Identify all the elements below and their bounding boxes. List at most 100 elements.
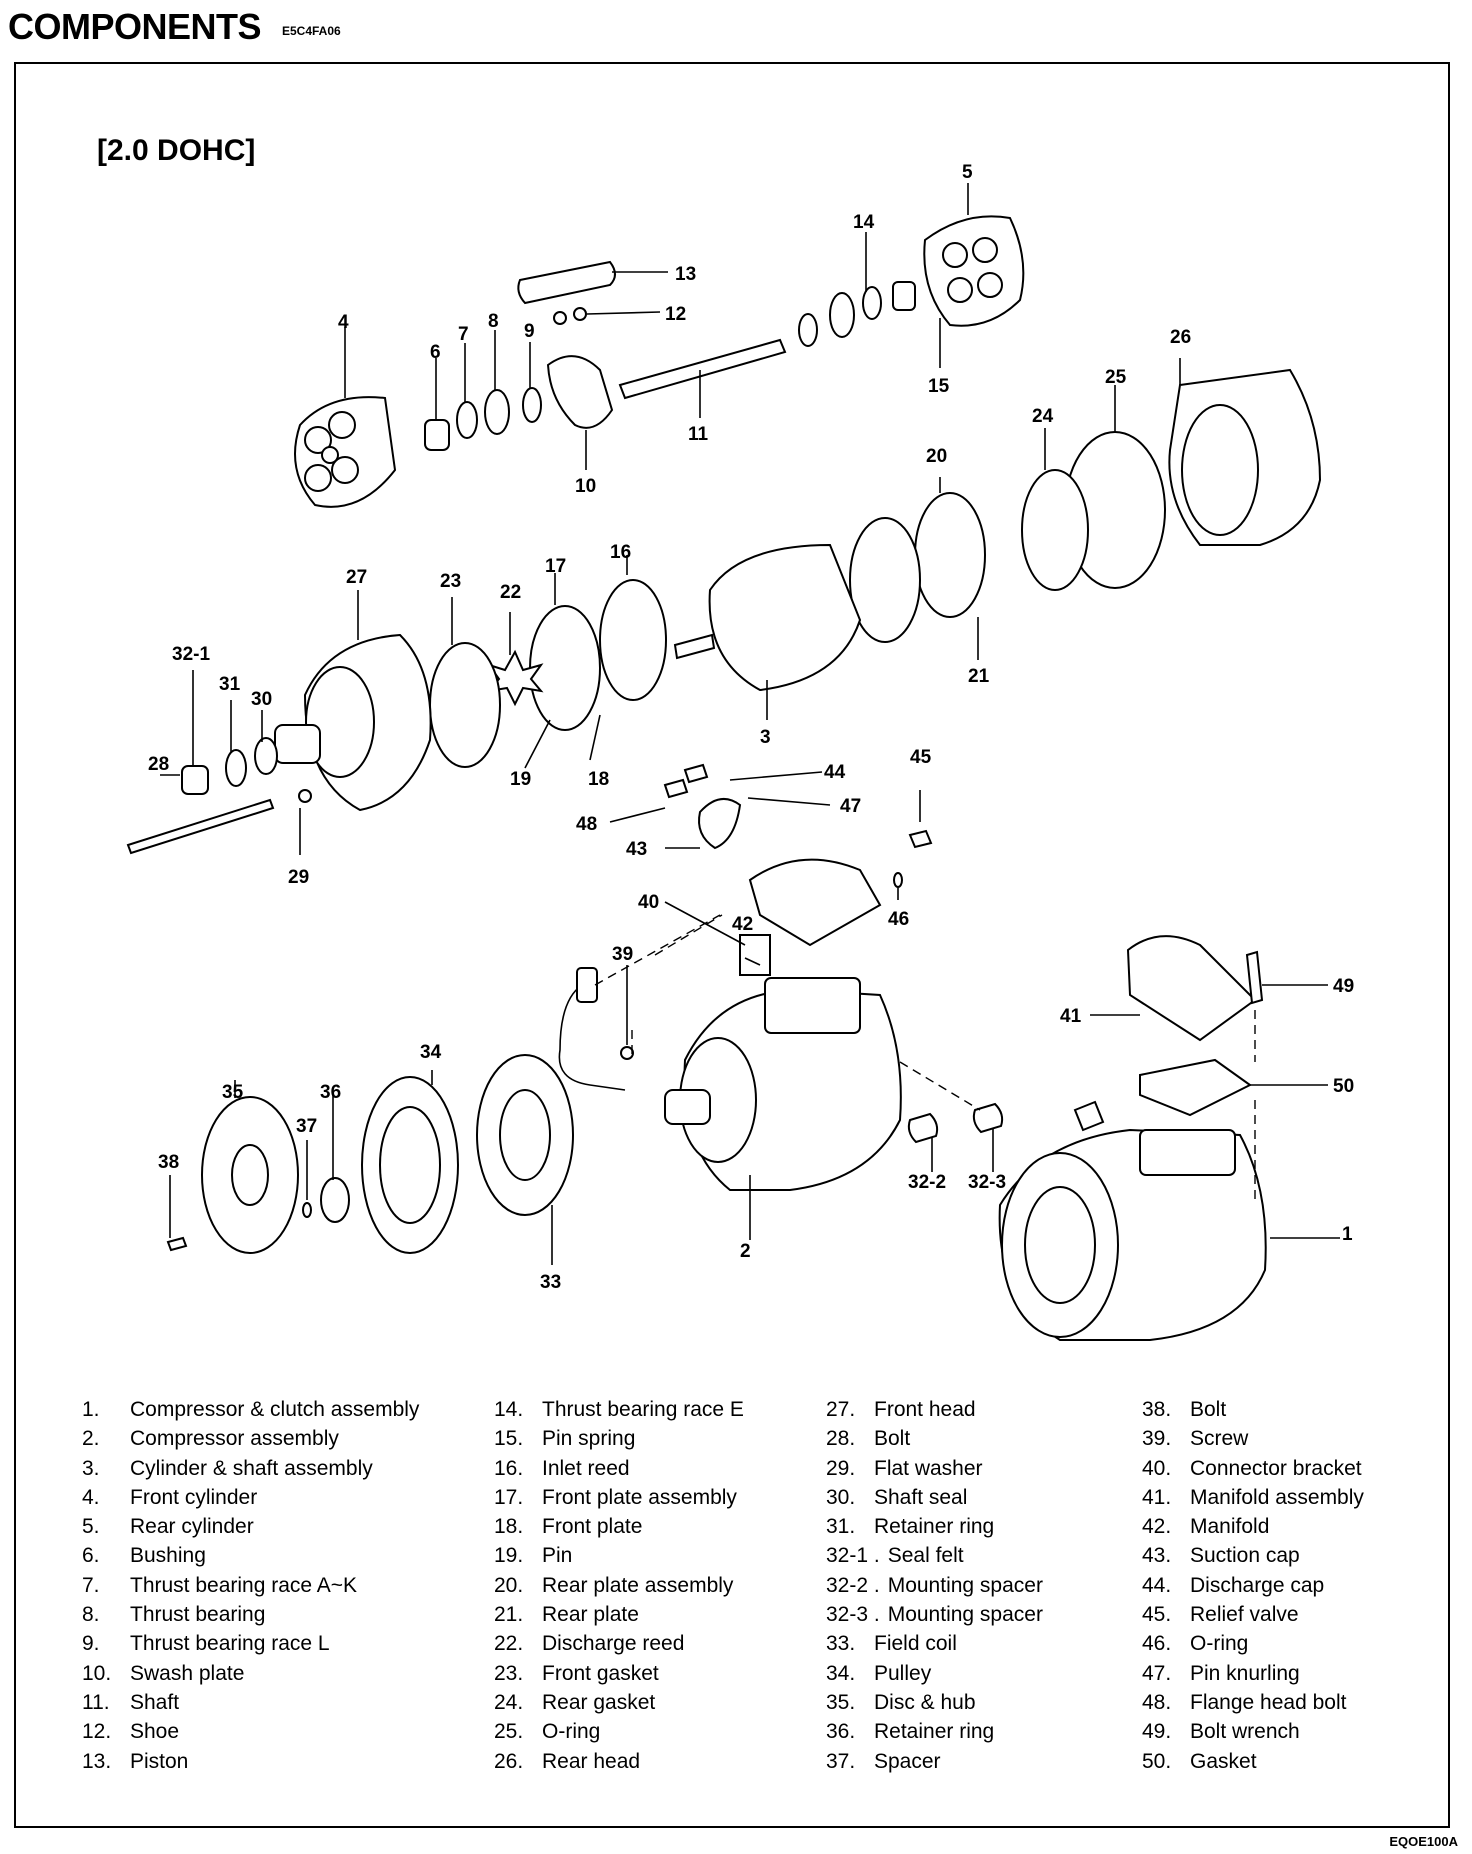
legend-item-name: Bolt	[1190, 1398, 1227, 1421]
legend-item: 8.Thrust bearing	[82, 1600, 419, 1629]
legend-item: 41.Manifold assembly	[1142, 1483, 1364, 1512]
callout-14: 14	[853, 212, 875, 233]
legend-item-number: 46.	[1142, 1632, 1172, 1656]
legend-item-name: Compressor & clutch assembly	[130, 1398, 420, 1421]
legend-item-name: Rear head	[542, 1749, 641, 1773]
callout-2: 2	[740, 1241, 751, 1262]
legend-item-name: Pin spring	[542, 1427, 636, 1451]
legend-item-number: 2.	[82, 1427, 100, 1451]
piston-part	[517, 260, 616, 305]
manifold-assembly-part	[1126, 935, 1257, 1042]
legend-item-number: 23.	[494, 1661, 524, 1685]
legend-item: 28. Bolt	[826, 1424, 1043, 1453]
legend-item: 35.Disc & hub	[826, 1688, 1043, 1717]
legend-item-name: Compressor assembly	[130, 1427, 339, 1451]
discharge-reed-part	[486, 649, 544, 707]
legend-item-name: Flange head bolt	[1190, 1690, 1347, 1714]
legend-item: 4. Front cylinder	[82, 1483, 419, 1512]
callout-25: 25	[1105, 367, 1127, 388]
bushing-part	[424, 419, 450, 451]
legend-item-name: Cylinder & shaft assembly	[130, 1456, 373, 1480]
callout-18: 18	[588, 769, 609, 790]
legend-item-name: Pin knurling	[1190, 1661, 1300, 1685]
legend-item-number: 7.	[82, 1573, 100, 1597]
callout-7: 7	[458, 324, 469, 345]
legend-item-number: 32-3 .	[826, 1603, 880, 1627]
legend-item: 26.Rear head	[494, 1747, 744, 1776]
legend-item-number: 22.	[494, 1632, 524, 1656]
legend-item-number: 8.	[82, 1603, 100, 1627]
callout-8: 8	[488, 311, 499, 332]
legend-item: 1.Compressor & clutch assembly	[82, 1395, 419, 1424]
legend-item-number: 21.	[494, 1603, 524, 1627]
callout-30: 30	[251, 689, 272, 710]
legend-item-name: Manifold assembly	[1190, 1485, 1364, 1509]
legend-item: 38. Bolt	[1142, 1395, 1364, 1424]
legend-item-number: 4.	[82, 1485, 100, 1509]
legend-item-number: 37.	[826, 1749, 856, 1773]
callout-44: 44	[824, 762, 846, 783]
legend-item-number: 16.	[494, 1456, 524, 1480]
callout-34: 34	[420, 1042, 442, 1063]
legend-item-name: Bushing	[130, 1544, 206, 1568]
legend-item: 32-3 .Mounting spacer	[826, 1600, 1043, 1629]
legend-item-number: 10.	[82, 1661, 112, 1685]
legend-item-name: Bolt wrench	[1190, 1720, 1300, 1744]
legend-item-number: 17.	[494, 1485, 524, 1509]
inlet-reed-part	[599, 579, 667, 701]
legend-item-number: 32-2 .	[826, 1573, 880, 1597]
legend-item-number: 48.	[1142, 1690, 1172, 1714]
legend-item: 34.Pulley	[826, 1659, 1043, 1688]
legend-item-number: 14.	[494, 1398, 524, 1421]
legend-item-name: Inlet reed	[542, 1456, 630, 1480]
legend-item-name: Rear plate assembly	[542, 1573, 734, 1597]
front-plate-assembly-part	[529, 605, 601, 731]
legend-item-name: O-ring	[1190, 1632, 1249, 1656]
callout-32-3: 32-3	[968, 1172, 1006, 1193]
legend-item-name: Shaft seal	[874, 1485, 968, 1509]
legend-item-number: 9.	[82, 1632, 100, 1656]
legend-item-name: Screw	[1190, 1427, 1249, 1451]
legend-item-number: 28.	[826, 1427, 856, 1451]
legend-item-number: 43.	[1142, 1544, 1172, 1568]
legend-item-name: Connector bracket	[1190, 1456, 1362, 1480]
callout-21: 21	[968, 666, 990, 687]
callout-39: 39	[612, 944, 633, 965]
leader-lines	[160, 183, 1340, 1265]
callout-36: 36	[320, 1082, 341, 1103]
legend-item: 10.Swash plate	[82, 1659, 419, 1688]
legend-item: 31.Retainer ring	[826, 1512, 1043, 1541]
callout-43: 43	[626, 839, 647, 860]
legend-item-name: Bolt	[874, 1427, 911, 1451]
legend-item: 19.Pin	[494, 1541, 744, 1570]
legend-item-name: O-ring	[542, 1720, 601, 1744]
callout-9: 9	[524, 321, 535, 342]
callout-46: 46	[888, 909, 909, 930]
thrust-bearing-part	[484, 389, 510, 435]
legend-item: 30.Shaft seal	[826, 1483, 1043, 1512]
legend-item-number: 47.	[1142, 1661, 1172, 1685]
callout-6: 6	[430, 342, 441, 363]
legend-item-number: 38.	[1142, 1398, 1172, 1421]
callout-37: 37	[296, 1116, 317, 1137]
page-title: COMPONENTS	[8, 6, 262, 47]
callout-28: 28	[148, 754, 169, 775]
legend-item-name: Shaft	[130, 1690, 180, 1714]
legend-item-number: 12.	[82, 1720, 112, 1744]
legend-item: 46. O-ring	[1142, 1629, 1364, 1658]
callout-16: 16	[610, 542, 631, 563]
legend-item-name: Front gasket	[542, 1661, 659, 1685]
legend-item-number: 32-1 .	[826, 1544, 880, 1568]
callout-24: 24	[1032, 406, 1054, 427]
legend-item-name: Front plate	[542, 1515, 643, 1539]
figure-code: EQOE100A	[1389, 1834, 1458, 1849]
callout-11: 11	[688, 424, 709, 445]
legend-item: 27.Front head	[826, 1395, 1043, 1424]
thrust-race-l-part	[522, 387, 542, 423]
legend-item-name: Front cylinder	[130, 1485, 258, 1509]
legend-item-number: 6.	[82, 1544, 100, 1568]
legend-item: 22.Discharge reed	[494, 1629, 744, 1658]
legend-item-number: 25.	[494, 1720, 524, 1744]
shaft-part	[618, 338, 787, 400]
legend-item: 37.Spacer	[826, 1747, 1043, 1776]
